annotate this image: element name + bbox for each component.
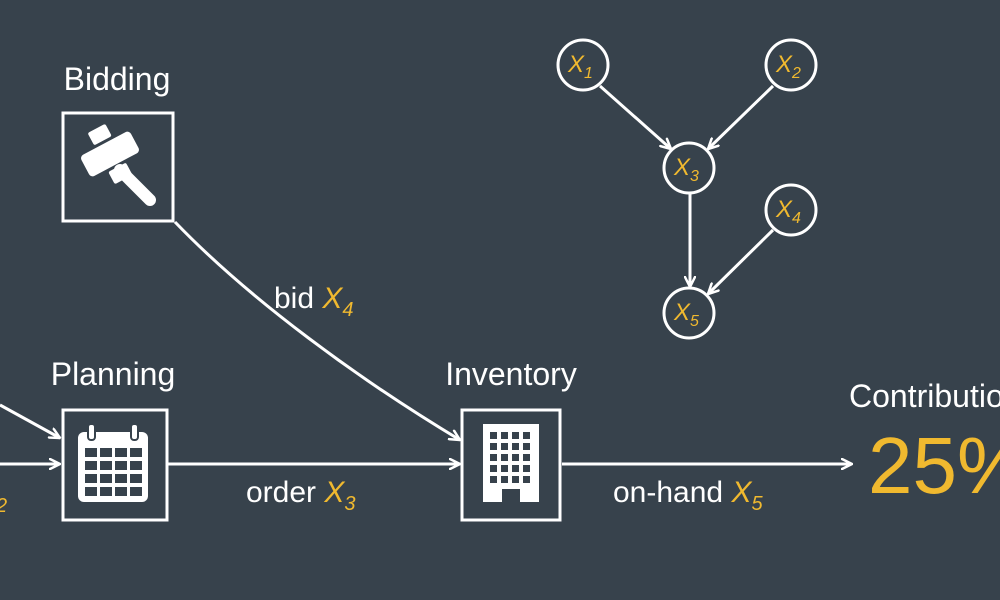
building-icon xyxy=(483,424,539,502)
inventory-label: Inventory xyxy=(445,356,577,392)
planning-box xyxy=(61,408,169,522)
inventory-box xyxy=(460,408,562,522)
bidding-box xyxy=(61,111,175,223)
edge-left-partial-label: 2 xyxy=(0,495,7,517)
graph-node-x4: X4 xyxy=(764,183,818,237)
svg-text:X3: X3 xyxy=(673,154,699,185)
graph-edge-x4-x5 xyxy=(708,228,775,294)
bidding-label: Bidding xyxy=(64,61,171,97)
graph-node-x1: X1 xyxy=(556,38,610,92)
graph-edge-x2-x3 xyxy=(708,84,775,149)
calendar-icon xyxy=(78,423,148,502)
gavel-icon xyxy=(81,124,156,206)
edge-bid-label: bid X4 xyxy=(274,282,354,321)
svg-text:X1: X1 xyxy=(567,51,593,82)
graph-node-x3: X3 xyxy=(662,141,716,195)
edge-order-label: order X3 xyxy=(246,476,356,515)
graph-node-x5: X5 xyxy=(662,286,716,340)
contribution-label: Contribution xyxy=(849,378,1000,414)
svg-text:X2: X2 xyxy=(775,51,801,82)
contribution-value: 25% xyxy=(868,421,1000,510)
causal-graph: X1 X2 X3 X4 X5 xyxy=(556,38,818,340)
graph-edge-x1-x3 xyxy=(599,84,671,149)
graph-node-x2: X2 xyxy=(764,38,818,92)
svg-text:X5: X5 xyxy=(673,299,699,330)
planning-label: Planning xyxy=(51,356,176,392)
edge-bid xyxy=(173,220,460,442)
edge-left-to-planning-upper xyxy=(0,403,60,440)
svg-text:X4: X4 xyxy=(775,196,801,227)
edge-onhand-label: on-hand X5 xyxy=(613,476,763,515)
